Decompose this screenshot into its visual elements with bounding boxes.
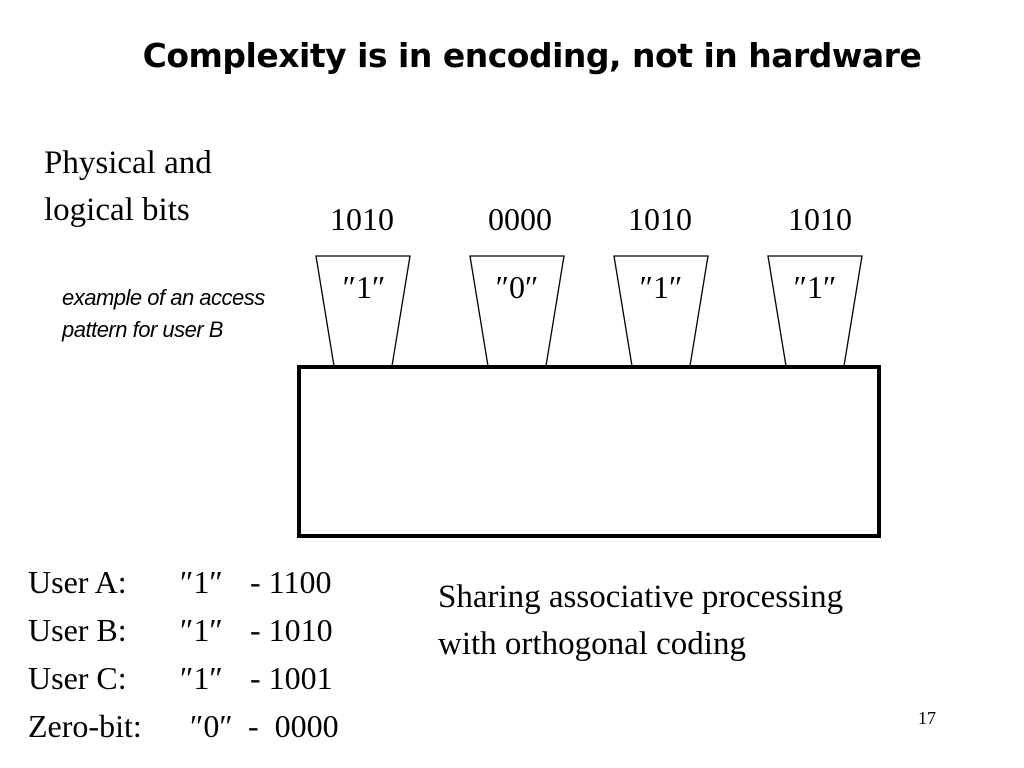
note-line: pattern for user B [62, 317, 223, 342]
user-code: - 1001 [250, 660, 333, 696]
user-bit: ″1″ [180, 612, 223, 648]
heading: Physical and logical bits [44, 140, 212, 234]
bit-label: ″1″ [640, 269, 683, 305]
user-row: User A: ″1″ - 1100 [28, 558, 339, 606]
user-label: User B: [28, 612, 127, 648]
bit-label: ″1″ [794, 269, 837, 305]
user-row: User C: ″1″ - 1001 [28, 654, 339, 702]
code-label: 1010 [788, 201, 852, 237]
user-bit: ″0″ [190, 708, 233, 744]
code-label: 0000 [488, 201, 552, 237]
caption: Sharing associative processing with orth… [438, 574, 843, 668]
heading-line: Physical and [44, 145, 212, 181]
user-label: User A: [28, 564, 127, 600]
hardware-box [297, 365, 881, 538]
user-bit: ″1″ [180, 660, 223, 696]
heading-line: logical bits [44, 192, 190, 228]
bit-label: ″0″ [496, 269, 539, 305]
code-label: 1010 [628, 201, 692, 237]
zero-bit-row: Zero-bit: ″0″ - 0000 [28, 702, 339, 750]
user-code-list: User A: ″1″ - 1100 User B: ″1″ - 1010 User C… [28, 558, 339, 750]
caption-line: Sharing associative processing [438, 579, 844, 615]
user-code: - 1100 [250, 564, 332, 600]
user-code: - 0000 [248, 708, 339, 744]
user-row: User B: ″1″ - 1010 [28, 606, 339, 654]
user-label: Zero-bit: [28, 708, 142, 744]
user-code: - 1010 [250, 612, 333, 648]
caption-line: with orthogonal coding [438, 626, 746, 662]
user-label: User C: [28, 660, 127, 696]
user-bit: ″1″ [180, 564, 223, 600]
note-line: example of an access [62, 285, 265, 310]
page-number: 17 [918, 708, 936, 728]
code-label: 1010 [330, 201, 394, 237]
slide-title: Complexity is in encoding, not in hardwa… [142, 36, 922, 75]
bit-label: ″1″ [343, 269, 386, 305]
access-pattern-note: example of an access pattern for user B [62, 282, 265, 346]
